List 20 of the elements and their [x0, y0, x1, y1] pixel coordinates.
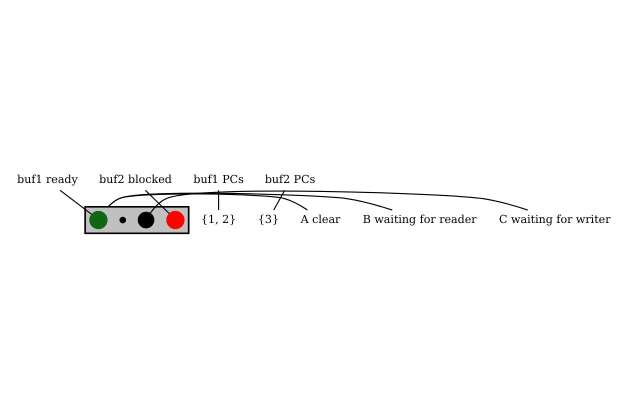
node-text: B waiting for reader	[362, 212, 477, 226]
connector	[218, 190, 220, 210]
connector	[108, 192, 392, 211]
node-text: {1, 2}	[201, 212, 236, 226]
connector	[273, 190, 286, 210]
cluster	[84, 206, 190, 234]
connector	[145, 190, 170, 214]
node-text: {3}	[258, 212, 280, 226]
node-text: buf2 PCs	[264, 172, 316, 186]
node-text: buf1 PCs	[193, 172, 244, 186]
node-text: buf2 blocked	[99, 172, 172, 186]
connector	[150, 190, 528, 214]
node-text: C waiting for writer	[499, 212, 611, 226]
node-text: buf1 ready	[17, 172, 78, 186]
node-circle	[166, 210, 185, 230]
node-circle	[138, 212, 154, 228]
node-circle	[119, 216, 126, 224]
node-circle	[89, 210, 108, 230]
node-text: A clear	[300, 212, 340, 226]
connector	[60, 190, 92, 215]
